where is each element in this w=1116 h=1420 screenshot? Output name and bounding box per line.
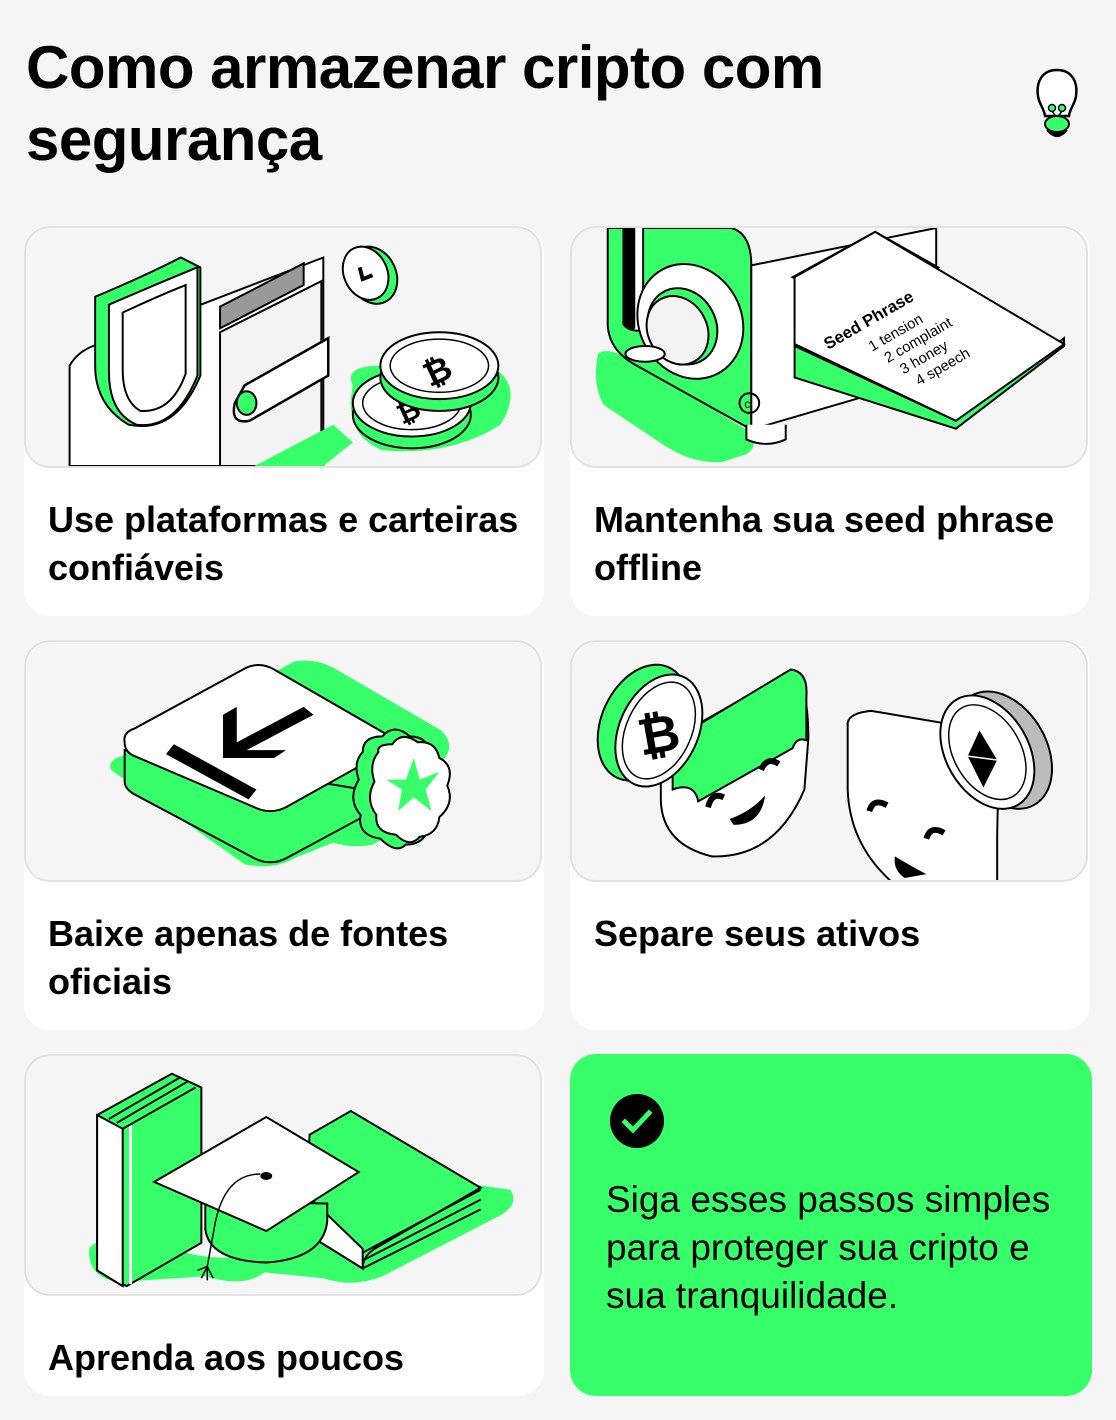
wallet-shield-illustration: ₿ ₿ xyxy=(24,226,542,468)
safe-seed-phrase-illustration: c Seed Phrase 1 tension 2 complaint 3 ho… xyxy=(570,226,1088,468)
summary-card: Siga esses passos simples para proteger … xyxy=(570,1054,1092,1396)
tip-card-learn-gradually: Aprenda aos poucos xyxy=(24,1054,544,1396)
tip-card-trusted-wallets: ₿ ₿ Use plataformas e carteiras confiáve… xyxy=(24,226,544,616)
tip-card-separate-assets: ₿ Separe seus ativos xyxy=(570,640,1090,1030)
summary-text: Siga esses passos simples para proteger … xyxy=(606,1179,1051,1316)
tip-label: Separe seus ativos xyxy=(594,913,921,954)
tip-card-official-sources: Baixe apenas de fontes oficiais xyxy=(24,640,544,1030)
check-circle-icon xyxy=(610,1094,664,1148)
tip-label: Aprenda aos poucos xyxy=(48,1337,405,1378)
tip-card-seed-phrase: c Seed Phrase 1 tension 2 complaint 3 ho… xyxy=(570,226,1090,616)
tip-label: Use plataformas e carteiras confiáveis xyxy=(48,499,519,588)
svg-text:c: c xyxy=(744,397,750,411)
books-cap-illustration xyxy=(24,1054,542,1296)
faces-crypto-illustration: ₿ xyxy=(570,640,1088,882)
svg-text:₿: ₿ xyxy=(633,703,684,766)
lightbulb-icon xyxy=(1030,66,1084,140)
tip-label: Mantenha sua seed phrase offline xyxy=(594,499,1055,588)
page-title: Como armazenar cripto com segurança xyxy=(26,34,824,173)
tip-label: Baixe apenas de fontes oficiais xyxy=(48,913,449,1002)
download-badge-illustration xyxy=(24,640,542,882)
